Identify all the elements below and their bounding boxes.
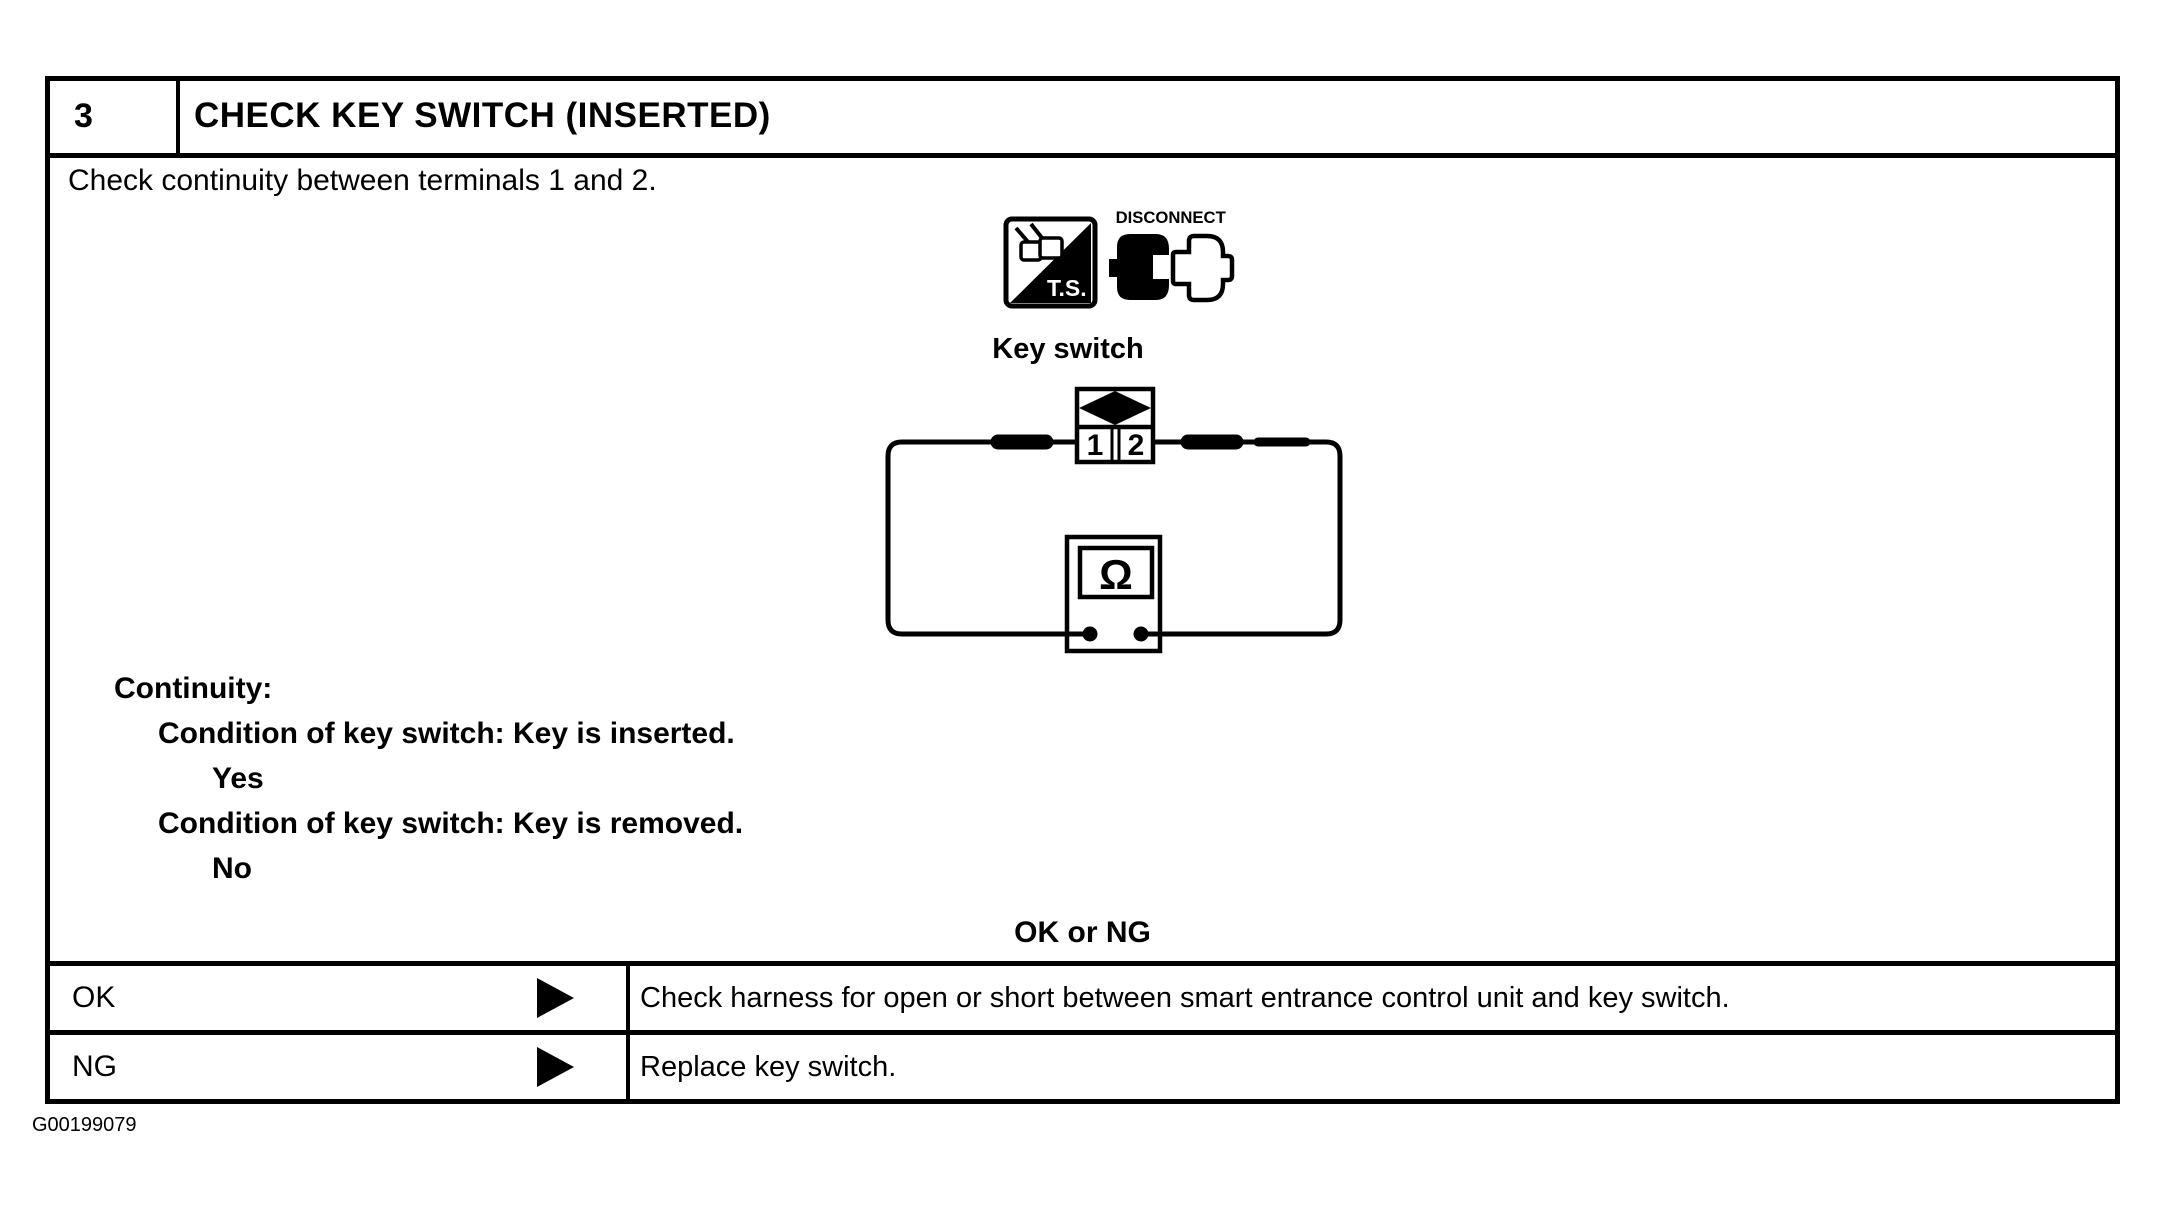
result-ok-cell: OK — [50, 966, 630, 1030]
disconnect-badge: DISCONNECT — [1106, 208, 1238, 313]
continuity-condition-removed: Condition of key switch: Key is removed. — [158, 807, 744, 840]
ohmmeter-terminal-right — [1133, 626, 1149, 642]
disconnect-connector-icon — [1109, 233, 1235, 303]
continuity-result-yes: Yes — [212, 762, 264, 795]
procedure-header-row: 3 CHECK KEY SWITCH (INSERTED) — [50, 81, 2115, 158]
ohmmeter-display — [1077, 545, 1155, 600]
result-ng-action: Replace key switch. — [640, 1050, 897, 1083]
key-switch-label: Key switch — [992, 333, 1144, 365]
step-title: CHECK KEY SWITCH (INSERTED) — [194, 96, 771, 135]
connector-diamond-icon — [1079, 391, 1151, 425]
procedure-body: Check continuity between terminals 1 and… — [50, 158, 2115, 961]
wire-right — [1145, 439, 1343, 637]
ts-tester-icon: T.S. — [1003, 216, 1098, 309]
terminal-1-label: 1 — [1087, 429, 1104, 462]
ts-label: T.S. — [1047, 275, 1087, 301]
instruction-text: Check continuity between terminals 1 and… — [68, 164, 657, 197]
result-arrow-icon — [537, 978, 574, 1018]
wire-left — [885, 439, 1086, 637]
ts-tester-icon-svg: T.S. — [1003, 216, 1098, 309]
result-arrow-icon — [537, 1047, 574, 1087]
decision-text: OK or NG — [1014, 916, 1151, 949]
result-row-ng: NG Replace key switch. — [50, 1030, 2115, 1099]
result-row-ok: OK Check harness for open or short betwe… — [50, 961, 2115, 1030]
result-ok-action: Check harness for open or short between … — [640, 981, 1730, 1014]
continuity-heading: Continuity: — [114, 672, 273, 705]
result-ng-cell: NG — [50, 1035, 630, 1099]
continuity-result-no: No — [212, 852, 252, 885]
ohm-symbol: Ω — [1099, 551, 1133, 598]
figure-id: G00199079 — [32, 1114, 137, 1136]
circuit-diagram-svg: Ω 1 2 — [885, 386, 1343, 654]
result-ok-label: OK — [72, 981, 116, 1014]
disconnect-label: DISCONNECT — [1115, 208, 1226, 227]
step-number: 3 — [50, 81, 180, 153]
procedure-table: 3 CHECK KEY SWITCH (INSERTED) Check cont… — [45, 76, 2120, 1104]
terminal-2-label: 2 — [1128, 429, 1145, 462]
circuit-diagram: Ω 1 2 — [860, 382, 1360, 667]
continuity-condition-inserted: Condition of key switch: Key is inserted… — [158, 717, 735, 750]
result-ng-label: NG — [72, 1050, 117, 1083]
ohmmeter-terminal-left — [1082, 626, 1098, 642]
